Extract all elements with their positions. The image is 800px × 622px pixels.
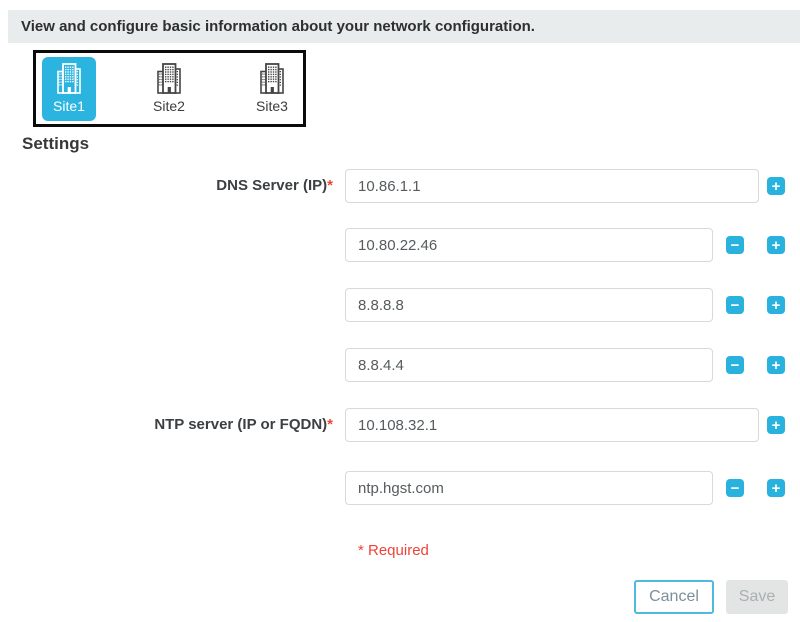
- ntp-server-input-1[interactable]: [345, 408, 759, 442]
- cancel-button[interactable]: Cancel: [634, 580, 714, 614]
- add-ntp-server-button[interactable]: +: [767, 479, 785, 497]
- site-tile-site2[interactable]: Site2: [142, 57, 196, 121]
- page-description-text: View and configure basic information abo…: [21, 18, 535, 35]
- remove-dns-server-button[interactable]: −: [726, 236, 744, 254]
- ntp-server-row-1: NTP server (IP or FQDN)* +: [0, 408, 800, 442]
- site-tile-site3[interactable]: Site3: [245, 57, 299, 121]
- remove-dns-server-button[interactable]: −: [726, 356, 744, 374]
- add-ntp-server-button[interactable]: +: [767, 416, 785, 434]
- dns-server-row-4: − +: [0, 348, 800, 382]
- dns-server-input-1[interactable]: [345, 169, 759, 203]
- ntp-server-input-2[interactable]: [345, 471, 713, 505]
- ntp-server-label-text: NTP server (IP or FQDN): [154, 416, 328, 433]
- dns-server-row-1: DNS Server (IP)* +: [0, 169, 800, 203]
- site-label: Site3: [256, 98, 288, 114]
- add-dns-server-button[interactable]: +: [767, 236, 785, 254]
- dns-server-input-4[interactable]: [345, 348, 713, 382]
- building-icon: [57, 62, 81, 95]
- ntp-server-label: NTP server (IP or FQDN)*: [0, 408, 333, 442]
- dns-server-row-3: − +: [0, 288, 800, 322]
- building-icon: [157, 62, 181, 95]
- required-asterisk: *: [327, 177, 333, 194]
- dns-server-input-3[interactable]: [345, 288, 713, 322]
- page-description: View and configure basic information abo…: [8, 10, 800, 43]
- remove-ntp-server-button[interactable]: −: [726, 479, 744, 497]
- dns-server-input-2[interactable]: [345, 228, 713, 262]
- add-dns-server-button[interactable]: +: [767, 296, 785, 314]
- site-tile-site1[interactable]: Site1: [42, 57, 96, 121]
- building-icon: [260, 62, 284, 95]
- site-label: Site1: [53, 98, 85, 114]
- add-dns-server-button[interactable]: +: [767, 177, 785, 195]
- site-selector: Site1: [33, 50, 306, 127]
- ntp-server-row-2: − +: [0, 471, 800, 505]
- required-note: * Required: [358, 542, 429, 559]
- site-label: Site2: [153, 98, 185, 114]
- required-asterisk: *: [327, 416, 333, 433]
- dns-server-label-text: DNS Server (IP): [216, 177, 328, 194]
- dns-server-row-2: − +: [0, 228, 800, 262]
- settings-heading: Settings: [22, 134, 90, 153]
- remove-dns-server-button[interactable]: −: [726, 296, 744, 314]
- dns-server-label: DNS Server (IP)*: [0, 169, 333, 203]
- save-button[interactable]: Save: [726, 580, 788, 614]
- add-dns-server-button[interactable]: +: [767, 356, 785, 374]
